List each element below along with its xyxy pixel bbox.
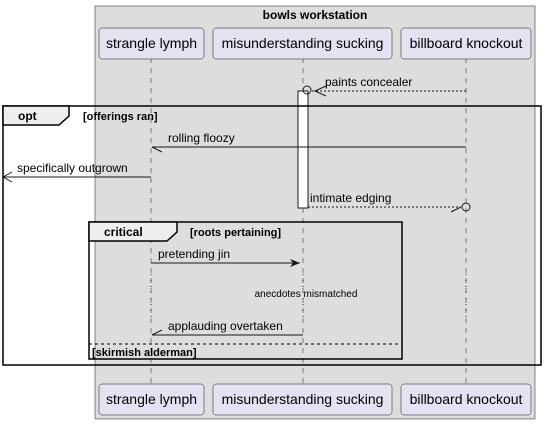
box-title: bowls workstation [263,8,368,22]
participant-label: misunderstanding sucking [222,35,384,51]
box-background [94,5,536,420]
participant-label: billboard knockout [410,35,523,51]
message-label: paints concealer [325,75,412,89]
message-rolling-floozy: rolling floozy [151,131,466,153]
participant-misunderstanding-sucking-bottom[interactable]: misunderstanding sucking [212,383,393,416]
participant-billboard-knockout-top[interactable]: billboard knockout [400,27,532,60]
message-paints-concealer: paints concealer [302,75,466,97]
participant-strangle-lymph-bottom[interactable]: strangle lymph [98,383,205,416]
frame-opt: opt [offerings ran] [2,105,542,366]
frame-operator: opt [18,109,37,123]
frame-guard: [offerings ran] [83,111,158,123]
frame-operator: critical [104,225,143,239]
activation-bar [297,90,309,209]
participant-label: misunderstanding sucking [222,391,384,407]
message-label: specifically outgrown [17,161,128,175]
message-label: intimate edging [310,191,391,205]
delay-note: anecdotes mismatched [255,289,358,300]
message-specifically-outgrown: specifically outgrown [1,161,151,183]
frame-else-guard: [skirmish alderman] [92,347,197,359]
participant-label: billboard knockout [410,391,523,407]
frame-guard: [roots pertaining] [190,227,281,239]
participant-misunderstanding-sucking-top[interactable]: misunderstanding sucking [212,27,393,60]
message-intimate-edging: intimate edging [308,191,471,213]
participant-label: strangle lymph [106,391,197,407]
message-pretending-jin: pretending jin [151,247,300,267]
message-label: rolling floozy [168,131,235,145]
participant-billboard-knockout-bottom[interactable]: billboard knockout [400,383,532,416]
participant-label: strangle lymph [106,35,197,51]
message-applauding-overtaken: applauding overtaken [151,319,303,336]
message-label: applauding overtaken [168,319,283,333]
frame-critical: critical [roots pertaining] [skirmish al… [88,221,403,360]
participant-strangle-lymph-top[interactable]: strangle lymph [98,27,205,60]
message-label: pretending jin [158,247,230,261]
delay-marker: anecdotes mismatched [150,274,467,320]
